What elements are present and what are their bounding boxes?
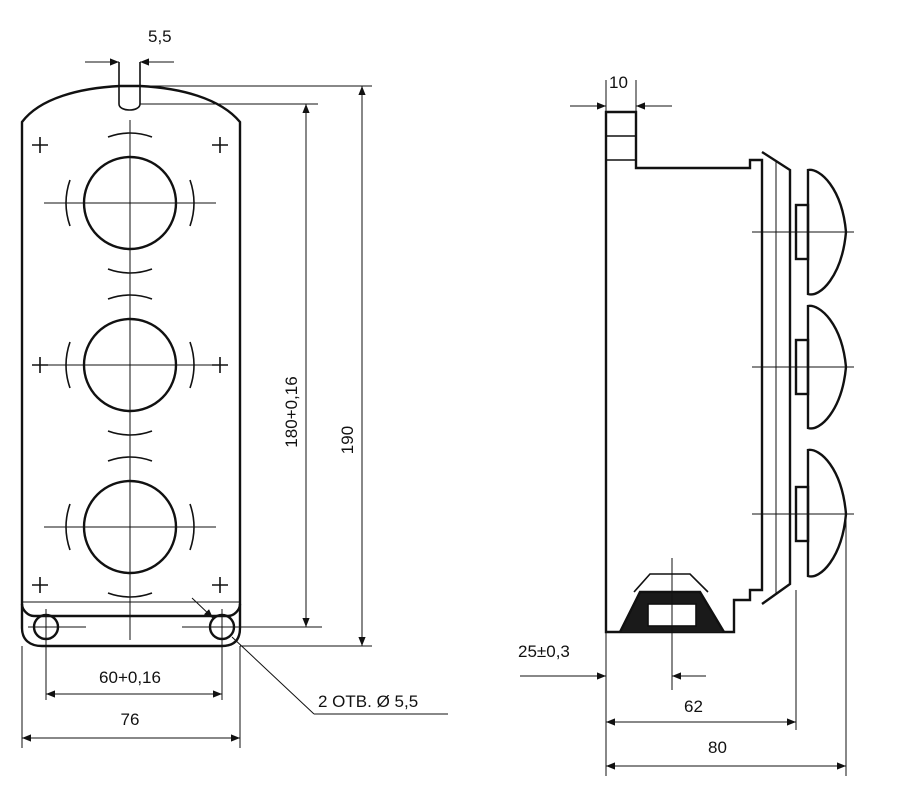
- dim-text-overall-width: 76: [121, 710, 140, 729]
- arc-marks-top: [65, 132, 195, 274]
- dim-depth-body: 62: [605, 590, 797, 776]
- side-button-top: [752, 168, 854, 296]
- dim-hole-width: 5,5: [85, 27, 174, 66]
- arc-marks-bottom: [65, 456, 195, 598]
- plus-marks: [32, 137, 228, 593]
- dim-text-mount-spacing: 180+0,16: [282, 376, 301, 447]
- dim-text-flange-thickness: 10: [609, 73, 628, 92]
- side-button-bottom: [752, 448, 854, 578]
- dim-text-holes-callout: 2 ОТВ. Ø 5,5: [318, 692, 418, 711]
- top-slot: [118, 62, 141, 111]
- dim-text-depth-body: 62: [684, 697, 703, 716]
- dim-base-offset: 25±0,3: [518, 642, 706, 680]
- front-view: 5,5 180+0,16 190 60+0,16 76: [20, 27, 448, 748]
- dim-holes-callout: 2 ОТВ. Ø 5,5: [191, 597, 448, 715]
- side-view: 10 25±0,3 62 80: [518, 73, 854, 776]
- front-bottom-tab: [20, 604, 242, 648]
- dim-hole-spacing: 60+0,16: [46, 668, 222, 698]
- dim-text-hole-spacing: 60+0,16: [99, 668, 161, 687]
- dim-text-base-offset: 25±0,3: [518, 642, 570, 661]
- dim-overall-height: 190: [140, 85, 372, 647]
- side-button-middle: [752, 304, 854, 430]
- dim-flange-thickness: 10: [570, 73, 672, 112]
- dim-depth-overall: 80: [606, 514, 847, 776]
- dim-text-overall-height: 190: [338, 426, 357, 454]
- side-body-outline: [604, 110, 764, 634]
- dim-text-hole-width: 5,5: [148, 27, 172, 46]
- dim-overall-width: 76: [21, 646, 241, 748]
- dim-mount-spacing: 180+0,16: [140, 103, 322, 628]
- side-rail-profile: [618, 558, 726, 690]
- dim-text-depth-overall: 80: [708, 738, 727, 757]
- front-body-outline: [20, 84, 242, 618]
- arc-marks-middle: [65, 294, 195, 436]
